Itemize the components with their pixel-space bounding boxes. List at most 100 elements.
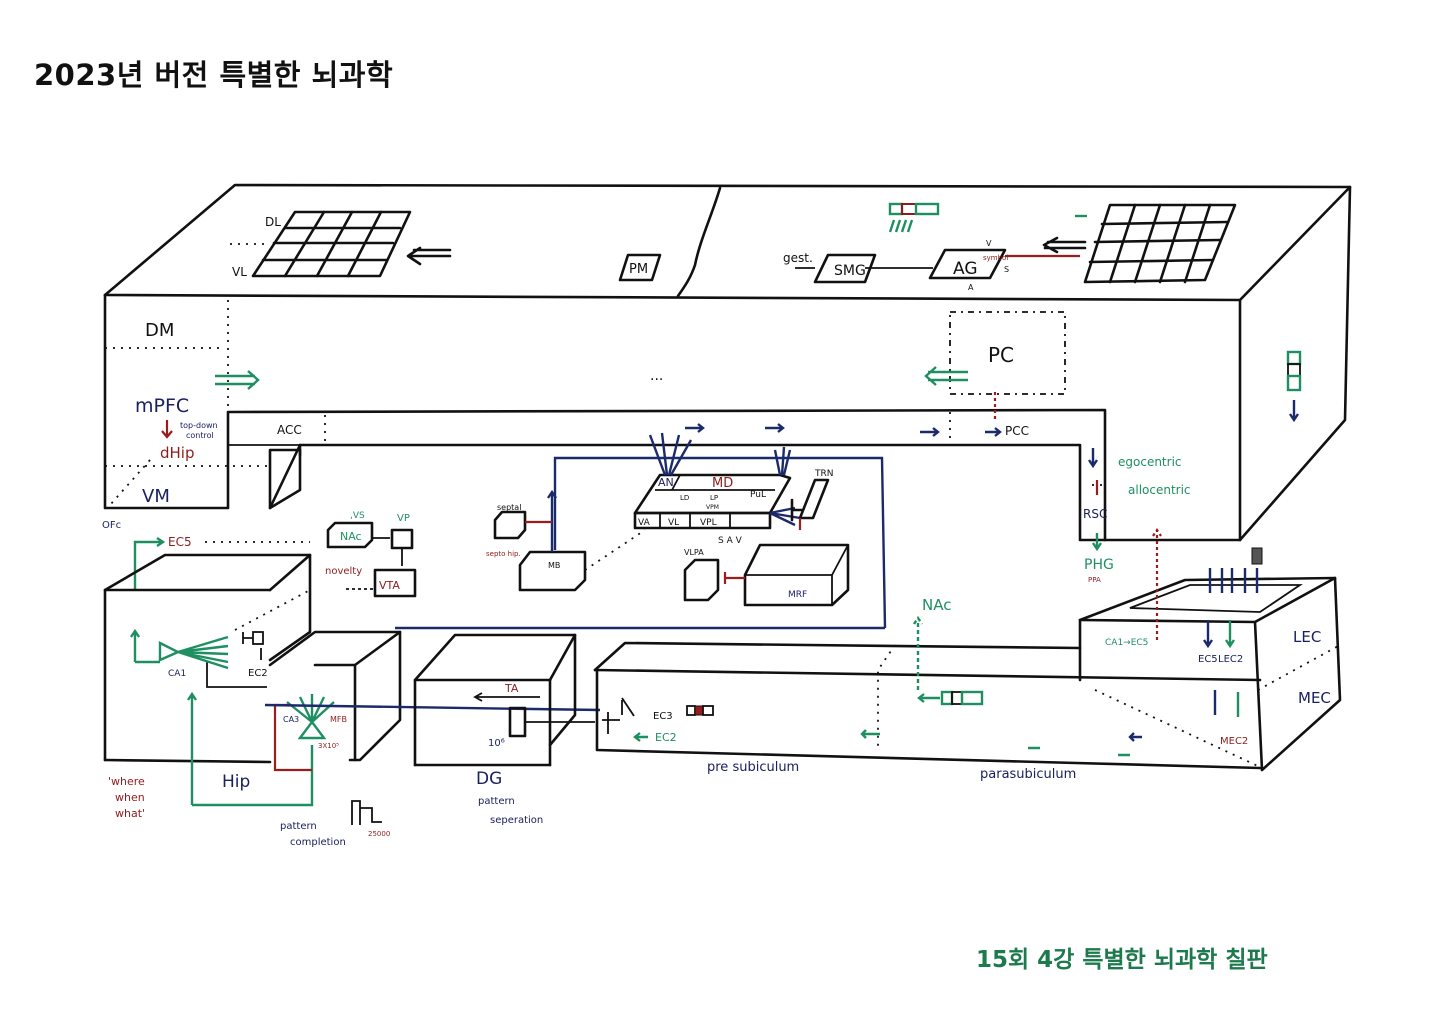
septo-hip-label: septo hip. [486, 550, 521, 558]
ec3-label: EC3 [653, 711, 673, 722]
pcc-label: PCC [1005, 424, 1029, 438]
pc-region [949, 311, 1066, 395]
parasubiculum-label: parasubiculum [980, 767, 1076, 782]
novelty-label: novelty [325, 566, 362, 577]
pattern-separation-label-1: pattern [478, 796, 515, 807]
pattern-completion-label-1: pattern [280, 821, 317, 832]
flow-arrows [685, 423, 1002, 437]
ec5-lec-label: EC5 [1198, 654, 1218, 665]
page-title: 2023년 버전 특별한 뇌과학 [34, 58, 394, 92]
mec2-label: MEC2 [1220, 736, 1248, 747]
phg-label: PHG [1084, 557, 1114, 573]
vp-box [390, 528, 414, 550]
where-label: 'where [108, 775, 145, 788]
ppa-label: PPA [1088, 576, 1101, 584]
acc-label: ACC [277, 423, 302, 437]
column-icon-stacked [1251, 547, 1263, 565]
ca1-label: CA1 [168, 669, 186, 679]
column-icon-green [940, 690, 984, 706]
vl-thalamus-label: VL [668, 518, 679, 528]
ec2-label: EC2 [655, 731, 677, 744]
top-down-label: top-down [180, 421, 218, 430]
va-label: VA [638, 518, 651, 528]
ag-box [928, 248, 1007, 280]
ofc-label: OFc [102, 520, 121, 531]
neuron-icon [351, 800, 382, 825]
column-icon [888, 202, 940, 233]
cortex-box [103, 183, 1352, 542]
gest-label: gest. [783, 251, 813, 265]
sav-label: S A V [718, 536, 743, 546]
rsc-label: RSC [1083, 507, 1107, 521]
ca3-label: CA3 [283, 715, 299, 724]
smg-box [813, 253, 877, 284]
nac-2-label: NAc [922, 596, 951, 614]
lec-label: LEC [1293, 628, 1321, 646]
double-arrow-right-icon [215, 370, 260, 390]
double-arrow-left-icon [924, 366, 968, 386]
lp-label: LP [710, 494, 718, 502]
md-label: MD [712, 476, 733, 491]
ca1-ec5-label: CA1→EC5 [1105, 638, 1148, 648]
symbol-label: symbol [983, 254, 1008, 262]
mpfc-label: mPFC [135, 395, 189, 417]
mrf-label: MRF [788, 590, 807, 600]
vp-label: VP [397, 513, 410, 524]
vm-label: VM [142, 486, 170, 507]
pattern-separation-label-2: seperation [490, 815, 543, 826]
s-label: S [1004, 265, 1009, 274]
dg-count-label: 10⁶ [488, 738, 505, 749]
vs-label: ,VS [350, 511, 365, 521]
mfb-label: MFB [330, 715, 347, 724]
what-label: what' [115, 807, 145, 820]
dm-label: DM [145, 320, 174, 341]
entorhinal-box [1078, 528, 1342, 772]
vpl-label: VPL [700, 518, 717, 528]
vlpa-label: VLPA [684, 548, 704, 557]
column-icon-vertical [1286, 350, 1302, 423]
ta-label: TA [504, 682, 519, 695]
hippocampus-box [103, 553, 402, 764]
pc-label: PC [988, 343, 1014, 367]
hip-label: Hip [222, 772, 250, 792]
vl-label: VL [232, 265, 247, 279]
dg-box [413, 633, 595, 767]
dhip-label: dHip [160, 444, 195, 462]
when-label: when [115, 791, 145, 804]
nac-label: NAc [340, 530, 362, 543]
pul-label: PuL [750, 490, 766, 500]
pattern-completion-label-2: completion [290, 837, 346, 848]
vta-box [373, 568, 417, 598]
ag-label: AG [953, 259, 978, 279]
mec-label: MEC [1298, 689, 1331, 707]
ec5-label: EC5 [168, 535, 192, 549]
dg-label: DG [476, 769, 502, 789]
column-icon-small [686, 705, 714, 716]
ec2-hip-label: EC2 [248, 668, 268, 679]
egocentric-label: egocentric [1118, 455, 1182, 469]
pm-label: PM [629, 262, 648, 277]
count-25000-label: 25000 [368, 830, 390, 838]
a-label: A [968, 283, 974, 292]
vpm-label: VPM [706, 504, 719, 511]
lec2-label: LEC2 [1218, 654, 1243, 665]
vta-label: VTA [379, 579, 400, 592]
subiculum-box [593, 641, 1262, 770]
parietal-grid [1042, 203, 1237, 284]
allocentric-label: allocentric [1128, 483, 1191, 497]
ld-label: LD [680, 494, 689, 502]
an-label: AN [658, 476, 674, 489]
septal-label: septal [497, 503, 521, 512]
central-sulcus [676, 186, 722, 298]
footer-caption: 15회 4강 특별한 뇌과학 칠판 [976, 947, 1268, 973]
ca3-count-label: 3X10⁵ [318, 742, 339, 750]
trn-label: TRN [814, 469, 833, 479]
presubiculum-label: pre subiculum [707, 760, 799, 775]
smg-label: SMG [834, 263, 866, 279]
pm-box [618, 253, 662, 282]
control-label: control [186, 431, 214, 440]
prefrontal-grid [230, 210, 452, 278]
ellipsis-label: ... [650, 368, 663, 384]
nac-box [326, 521, 374, 549]
